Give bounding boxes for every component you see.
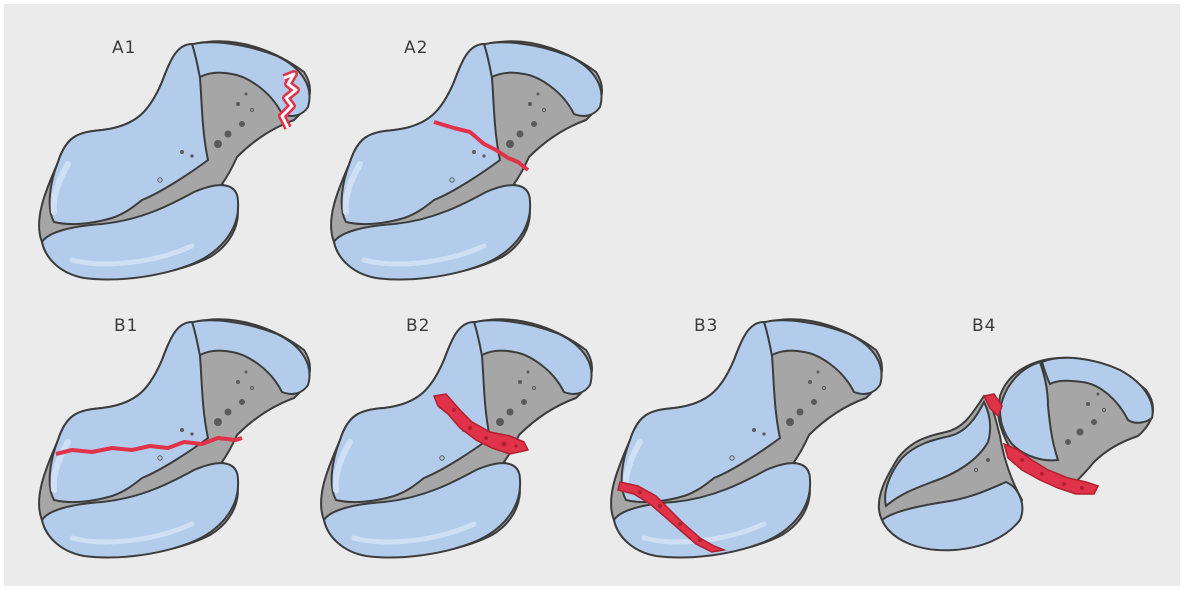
talus-bone-a2 (324, 32, 614, 302)
talus-bone-b3 (604, 310, 894, 580)
panel-b4: B4 (872, 310, 1162, 580)
panel-a2: A2 (324, 32, 614, 302)
talus-bone-b2 (314, 310, 604, 580)
talus-bone-b1 (32, 310, 322, 580)
panel-b3: B3 (604, 310, 894, 580)
panel-a1: A1 (32, 32, 322, 302)
talus-bone-a1 (32, 32, 322, 302)
panel-b1: B1 (32, 310, 322, 580)
panel-b2: B2 (314, 310, 604, 580)
figure-canvas: A1 A2 (4, 4, 1180, 586)
talus-bone-b4 (872, 310, 1162, 580)
